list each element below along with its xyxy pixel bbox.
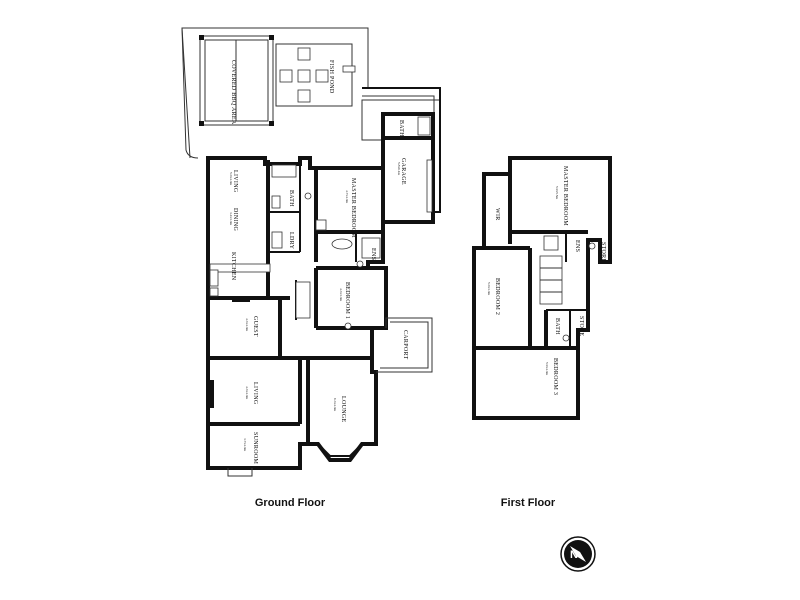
fish-pond-tile-3 xyxy=(297,69,311,83)
bbq-post-br xyxy=(269,121,274,126)
cupboard-master xyxy=(315,219,327,231)
garage-dim: 5.8x6.1m xyxy=(397,162,401,176)
covered-bbq-area xyxy=(199,35,274,126)
sunroom-dim: 3.7x4.0m xyxy=(243,438,247,452)
patio-curve xyxy=(181,27,199,159)
first-bath-label: BATH xyxy=(554,318,560,335)
bbq-post-tl xyxy=(199,35,204,40)
fish-pond-tile-1 xyxy=(297,47,311,61)
bath-tub-frame xyxy=(271,164,297,178)
master-bedroom-label: MASTER BEDROOM xyxy=(350,178,356,238)
lounge-label: LOUNGE xyxy=(340,396,346,422)
ground-room-labels: LIVING 5.0x4.0m DINING 3.4x3.0m BATH MAS… xyxy=(229,170,376,464)
kitchen-fridge xyxy=(209,287,219,297)
kitchen-label: KITCHEN xyxy=(230,252,236,281)
bath-label: BATH xyxy=(288,190,294,207)
first-bedroom-2-dim: 5.0x3.0m xyxy=(487,282,491,296)
kitchen-stove xyxy=(209,269,219,287)
sunroom-label: SUNROOM xyxy=(252,432,258,464)
first-bedroom-2-label: BEDROOM 2 xyxy=(494,278,500,315)
garage-label: GARAGE xyxy=(400,158,406,185)
ground-floor-plan: COVERED BBQ AREA FISH POND BATH GARAGE 5… xyxy=(181,27,441,509)
ens-bath xyxy=(331,238,353,250)
fish-pond-area xyxy=(275,43,353,107)
living-lower-label: LIVING xyxy=(252,382,258,405)
compass-letter: N xyxy=(570,549,578,561)
compass-needle xyxy=(570,546,586,562)
carport-outline xyxy=(376,317,433,373)
first-outer-wall xyxy=(472,156,612,420)
ground-fixtures xyxy=(208,164,381,408)
first-room-labels: MASTER BEDROOM 5.9x5.5m WIR ENS STORE BE… xyxy=(487,166,606,395)
guest-dim: 4.3x4.0m xyxy=(245,318,249,332)
garage-bench xyxy=(426,159,433,213)
ens-toilet xyxy=(356,260,364,268)
first-bedroom-3-label: BEDROOM 3 xyxy=(552,358,558,395)
bath-toilet-first xyxy=(562,334,570,342)
ens-label: ENS xyxy=(370,248,376,260)
carport-label: CARPORT xyxy=(402,330,408,359)
covered-bbq-label: COVERED BBQ AREA xyxy=(230,60,236,125)
pond-bench xyxy=(342,65,356,73)
first-master-label: MASTER BEDROOM xyxy=(562,166,568,226)
carport-block: CARPORT xyxy=(376,317,433,373)
fireplace-guest xyxy=(232,298,250,302)
lounge-bay xyxy=(317,443,363,457)
garage-block: BATH GARAGE 5.8x6.1m xyxy=(381,112,435,224)
carport-inner xyxy=(380,321,429,369)
bed1-toilet xyxy=(344,322,352,330)
dining-label: DINING xyxy=(232,208,238,231)
laundry-label: LDRY xyxy=(288,232,294,250)
first-master-dim: 5.9x5.5m xyxy=(555,186,559,200)
outdoor-area: COVERED BBQ AREA FISH POND xyxy=(181,27,441,213)
fireplace-living xyxy=(208,380,214,408)
guest-label: GUEST xyxy=(252,316,258,337)
hall-stair xyxy=(295,281,311,319)
ldry-tub xyxy=(271,231,283,249)
first-ens-label: ENS xyxy=(574,240,580,252)
first-store-upper-label: STORE xyxy=(600,242,606,262)
garage-shower xyxy=(417,116,431,136)
bedroom-1-label: BEDROOM 1 xyxy=(344,282,350,319)
fish-pond-tile-5 xyxy=(315,69,329,83)
bath-vanity xyxy=(271,195,281,209)
fish-pond-tile-2 xyxy=(279,69,293,83)
living-upper-label: LIVING xyxy=(232,170,238,193)
sunroom-porch xyxy=(227,468,253,477)
garage-walls xyxy=(381,136,435,224)
garage-bath-label: BATH xyxy=(398,120,404,137)
first-store-lower-label: STORE xyxy=(578,316,584,336)
living-upper-dim: 5.0x4.0m xyxy=(229,172,233,186)
living-lower-dim: 4.3x4.0m xyxy=(245,386,249,400)
garage-bath-walls xyxy=(381,112,435,140)
fish-pond-tile-4 xyxy=(297,89,311,103)
bedroom-1-dim: 4.3x3.0m xyxy=(339,288,343,302)
bbq-post-tr xyxy=(269,35,274,40)
ens-shower-first xyxy=(543,235,559,251)
first-floor-plan: MASTER BEDROOM 5.9x5.5m WIR ENS STORE BE… xyxy=(472,156,612,509)
dining-dim: 3.4x3.0m xyxy=(229,212,233,226)
lounge-dim: 6.3x4.0m xyxy=(333,398,337,412)
bbq-post-bl xyxy=(199,121,204,126)
fish-pond-label: FISH POND xyxy=(328,60,334,94)
first-floor-title: First Floor xyxy=(501,497,556,509)
retaining-wall xyxy=(362,87,441,213)
ens-shower xyxy=(361,237,381,259)
first-bedroom-3-dim: 5.9x4.0m xyxy=(545,362,549,376)
ens-toilet-first xyxy=(588,242,596,250)
bath-toilet xyxy=(304,192,312,200)
ground-floor-title: Ground Floor xyxy=(255,497,326,509)
first-wir-label: WIR xyxy=(494,208,500,221)
north-compass-icon: N xyxy=(560,536,596,572)
master-bedroom-dim: 4.7x4.0m xyxy=(345,190,349,204)
kitchen-bench xyxy=(209,263,271,273)
